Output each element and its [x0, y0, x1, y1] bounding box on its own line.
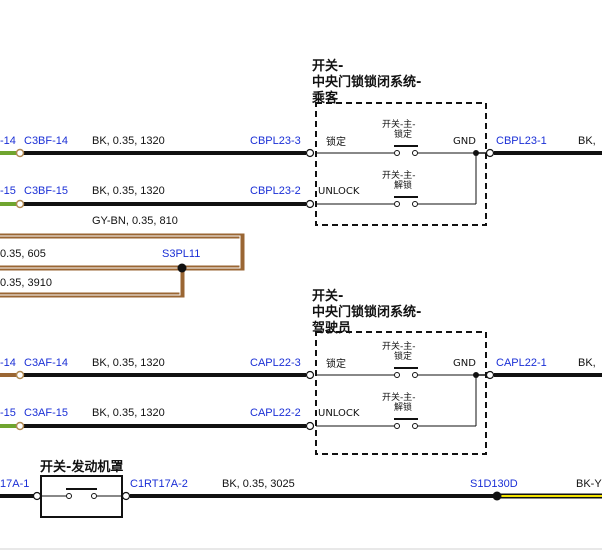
driver-contact-unlock-b — [412, 423, 418, 429]
wire-5-spec: 0.35, 3910 — [0, 277, 52, 289]
hood-switch-contact-a — [66, 493, 72, 499]
wire-2-connector-code: C3BF-15 — [24, 185, 68, 197]
driver-wires: -14 C3AF-14 BK, 0.35, 1320 CAPL22-3 -15 … — [0, 357, 602, 431]
hood-switch-title: 开关-发动机罩 — [40, 459, 123, 475]
wire-1-right-spec: BK, — [578, 135, 596, 147]
wire-2-left-code: -15 — [0, 185, 16, 197]
wire-6-left-code: -14 — [0, 357, 16, 369]
hood-switch-splice-code: S1D130D — [470, 478, 518, 490]
hood-switch-right-spec: BK-Y — [576, 478, 602, 490]
hood-switch-group: 开关-发动机罩 17A-1 C1RT17A-2 BK, 0.35, 3025 S… — [0, 459, 602, 518]
wire-1-spec: BK, 0.35, 1320 — [92, 135, 165, 147]
wire-1-connector-right — [305, 148, 315, 158]
wire-1-connector-code: C3BF-14 — [24, 135, 68, 147]
driver-gnd-label: GND — [453, 358, 476, 369]
wire-7-connector-right — [305, 421, 315, 431]
wire-6-connector-left — [15, 370, 25, 380]
splice-s1d130d — [492, 491, 502, 501]
wire-4-brown-loop-core — [0, 235, 241, 269]
driver-contact-unlock-line-1: 开关-主- — [382, 391, 416, 403]
hood-switch-connector-right — [121, 491, 131, 501]
driver-contact-unlock-line-2: 解锁 — [394, 401, 412, 413]
passenger-wires: -14 C3BF-14 BK, 0.35, 1320 CBPL23-3 -15 … — [0, 135, 602, 298]
wire-4-splice-code: S3PL11 — [162, 248, 200, 260]
hood-switch-right-code: C1RT17A-2 — [130, 478, 188, 490]
wire-1-connector-left — [15, 148, 25, 158]
hood-switch-contact-b — [91, 493, 97, 499]
wire-7-spec: BK, 0.35, 1320 — [92, 407, 165, 419]
driver-unlock-label: UNLOCK — [318, 408, 360, 419]
passenger-title-line-2: 中央门锁锁闭系统- — [312, 74, 421, 90]
passenger-left-code-2: CBPL23-2 — [250, 185, 301, 197]
driver-title-line-3: 驾驶员 — [312, 320, 351, 336]
hood-switch-left-code: 17A-1 — [0, 478, 29, 490]
wire-6-connector-right — [305, 370, 315, 380]
driver-internal-wiring — [316, 374, 477, 427]
wire-3-spec: GY-BN, 0.35, 810 — [92, 215, 178, 227]
passenger-internal-wiring — [316, 152, 477, 205]
hood-switch-wire-spec: BK, 0.35, 3025 — [222, 478, 295, 490]
driver-left-code-1: CAPL22-3 — [250, 357, 301, 369]
driver-contact-lock-b — [412, 372, 418, 378]
driver-contact-lock-line-1: 开关-主- — [382, 340, 416, 352]
driver-left-code-2: CAPL22-2 — [250, 407, 301, 419]
wire-6-connector-code: C3AF-14 — [24, 357, 68, 369]
wire-2-spec: BK, 0.35, 1320 — [92, 185, 165, 197]
driver-gnd-connector — [485, 370, 495, 380]
driver-contact-unlock-a — [394, 423, 400, 429]
passenger-lock-label: 锁定 — [326, 135, 346, 148]
passenger-switch-group: 开关- 中央门锁锁闭系统- 乘客 锁定 UNLOCK GND 开关-主- 锁定 … — [311, 58, 487, 226]
wire-2-connector-right — [305, 199, 315, 209]
driver-title-line-2: 中央门锁锁闭系统- — [312, 304, 421, 320]
wire-6-right-spec: BK, — [578, 357, 596, 369]
driver-right-code: CAPL22-1 — [496, 357, 547, 369]
driver-switch-group: 开关- 中央门锁锁闭系统- 驾驶员 锁定 UNLOCK GND 开关-主- 锁定… — [312, 288, 487, 455]
wire-6-spec: BK, 0.35, 1320 — [92, 357, 165, 369]
wire-7-connector-code: C3AF-15 — [24, 407, 68, 419]
driver-contact-lock-a — [394, 372, 400, 378]
wire-7-left-code: -15 — [0, 407, 16, 419]
passenger-switch-box — [315, 102, 487, 226]
passenger-contact-unlock-line-2: 解锁 — [394, 179, 412, 191]
passenger-contact-unlock-line-1: 开关-主- — [382, 169, 416, 181]
hood-switch-connector-left — [32, 491, 42, 501]
driver-switch-box — [315, 331, 487, 455]
passenger-contact-unlock-a — [394, 201, 400, 207]
passenger-contact-lock-a — [394, 150, 400, 156]
passenger-unlock-label: UNLOCK — [318, 186, 360, 197]
passenger-contact-unlock-b — [412, 201, 418, 207]
passenger-contact-lock-line-2: 锁定 — [394, 128, 412, 140]
wire-4-spec: 0.35, 605 — [0, 248, 46, 260]
wire-5-brown-core — [0, 268, 181, 296]
passenger-gnd-connector — [485, 148, 495, 158]
wire-1-left-code: -14 — [0, 135, 16, 147]
passenger-contact-lock-b — [412, 150, 418, 156]
passenger-gnd-label: GND — [453, 136, 476, 147]
wire-2-connector-left — [15, 199, 25, 209]
splice-s3pl11 — [177, 263, 187, 273]
passenger-right-code: CBPL23-1 — [496, 135, 547, 147]
driver-title-line-1: 开关- — [312, 288, 343, 304]
driver-contact-lock-line-2: 锁定 — [394, 350, 412, 362]
wire-7-connector-left — [15, 421, 25, 431]
passenger-left-code-1: CBPL23-3 — [250, 135, 301, 147]
driver-lock-label: 锁定 — [326, 357, 346, 370]
passenger-contact-lock-line-1: 开关-主- — [382, 118, 416, 130]
passenger-title-line-1: 开关- — [312, 58, 343, 74]
